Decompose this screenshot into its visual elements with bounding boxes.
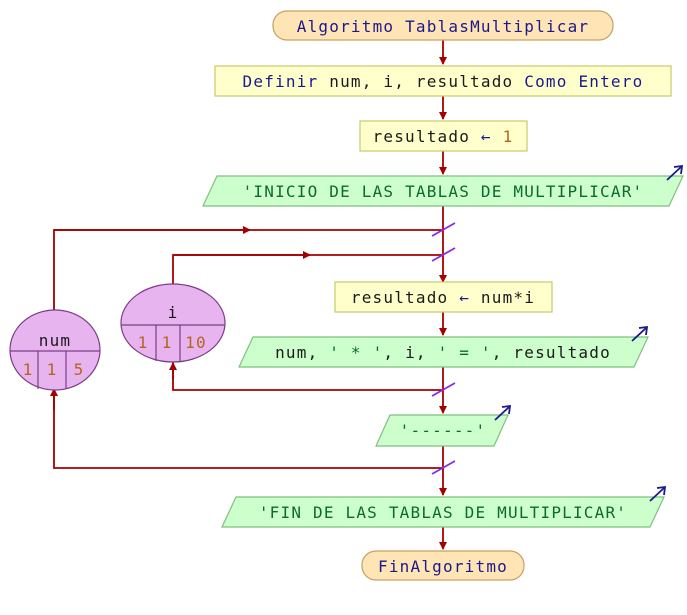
svg-text:num, ' * ', i, ' = ', resultad: num, ' * ', i, ' = ', resultado	[275, 343, 611, 362]
start-terminal: Algoritmo TablasMultiplicar	[272, 10, 614, 41]
output-arrow-icon	[494, 406, 510, 421]
output2-times: ' * '	[329, 343, 383, 362]
loop-i-start: 1	[138, 333, 149, 352]
define-keyword: Definir	[243, 72, 319, 91]
assign1-arrow: ←	[481, 127, 492, 146]
output3-text: '------'	[400, 421, 487, 440]
output-line: num, ' * ', i, ' = ', resultado	[238, 325, 649, 368]
svg-text:Algoritmo TablasMultipli: Algoritmo TablasMultiplicar	[297, 17, 590, 36]
algorithm-name: TablasMultiplicar	[405, 17, 589, 36]
output2-sep1: ,	[308, 343, 330, 362]
assign1-value: 1	[503, 127, 514, 146]
end-terminal: FinAlgoritmo	[361, 550, 525, 581]
output-arrow-icon	[666, 166, 682, 181]
assign2-expr: num*i	[481, 288, 535, 307]
output2-equals: ' = '	[438, 343, 492, 362]
loop-num: num 1 1 5	[9, 309, 101, 391]
end-text: FinAlgoritmo	[378, 557, 508, 576]
loop-num-step: 1	[47, 360, 58, 379]
output-fin: 'FIN DE LAS TABLAS DE MULTIPLICAR'	[221, 485, 667, 528]
define-type: Entero	[578, 72, 643, 91]
output-inicio: 'INICIO DE LAS TABLAS DE MULTIPLICAR'	[202, 164, 684, 207]
connectors	[50, 40, 447, 550]
output-arrow-icon	[631, 327, 647, 342]
output1-text: 'INICIO DE LAS TABLAS DE MULTIPLICAR'	[243, 182, 644, 201]
loop-num-start: 1	[23, 360, 34, 379]
start-keyword: Algoritmo	[297, 17, 395, 36]
loop-i-var: i	[168, 303, 179, 322]
define-process: Definir num, i, resultado Como Entero	[214, 65, 672, 97]
loop-num-var: num	[39, 331, 72, 350]
assign2-var: resultado	[351, 288, 449, 307]
svg-text:resultado ← num*i: resultado ← num*i	[351, 288, 535, 307]
svg-text:resultado ← 1: resultado ← 1	[373, 127, 514, 146]
output-arrow-icon	[649, 487, 665, 502]
loop-num-end: 5	[74, 360, 85, 379]
output2-num: num	[275, 343, 308, 362]
output2-i: , i,	[383, 343, 437, 362]
assign1-var: resultado	[373, 127, 471, 146]
loop-i-end: 10	[185, 333, 207, 352]
output-separator: '------'	[375, 404, 512, 447]
assign-product: resultado ← num*i	[334, 281, 553, 313]
output2-resultado: , resultado	[492, 343, 611, 362]
define-vars: num, i, resultado	[329, 72, 513, 91]
assign2-arrow: ←	[459, 288, 470, 307]
assign-initial: resultado ← 1	[359, 120, 528, 152]
define-como: Como	[524, 72, 567, 91]
loop-i: i 1 1 10	[120, 283, 226, 363]
loop-i-step: 1	[162, 333, 173, 352]
junction-marks	[431, 222, 456, 475]
svg-text:Definir num, i, resultad: Definir num, i, resultado Como Entero	[243, 72, 644, 91]
output4-text: 'FIN DE LAS TABLAS DE MULTIPLICAR'	[259, 503, 627, 522]
